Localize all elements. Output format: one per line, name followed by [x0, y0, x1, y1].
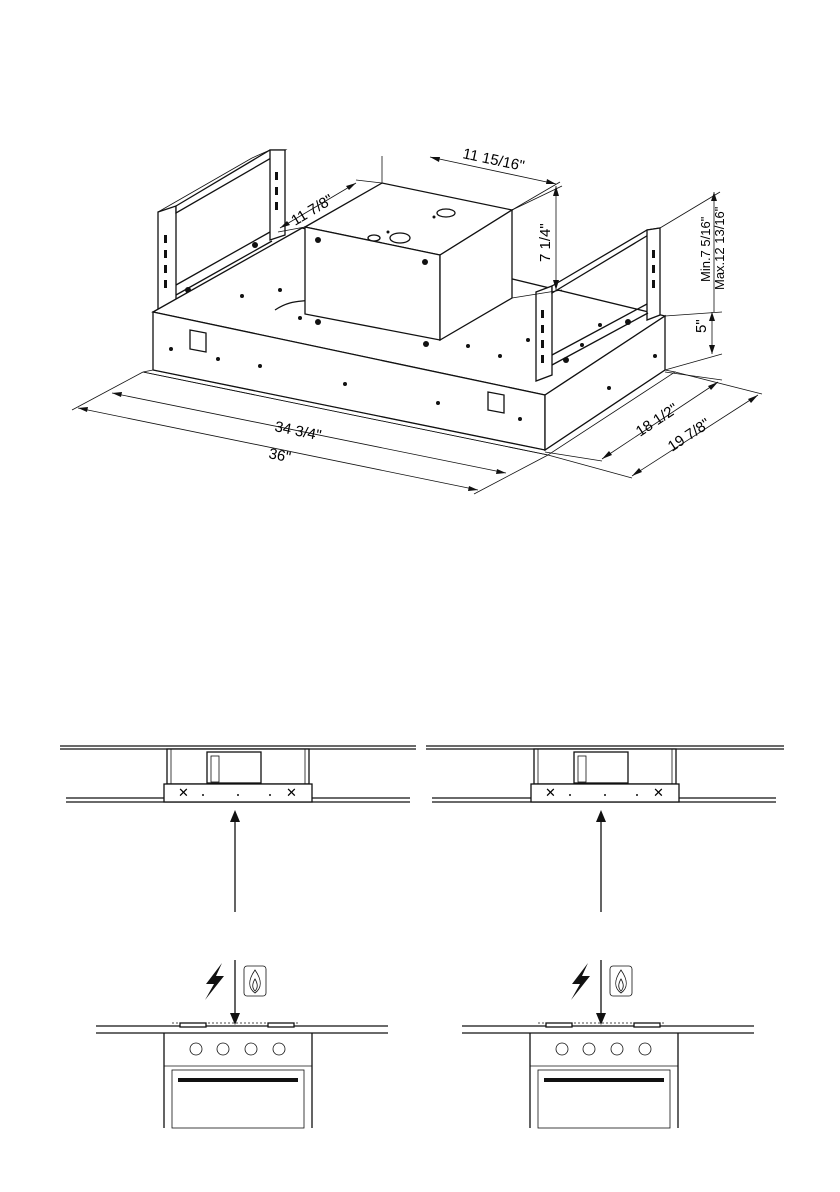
- svg-text:✕: ✕: [286, 785, 297, 800]
- svg-text:✕: ✕: [653, 785, 664, 800]
- width-outer-label: 36": [267, 445, 292, 466]
- svg-text:✕: ✕: [178, 785, 189, 800]
- frame-max-label: Max.12 13/16": [712, 206, 727, 290]
- installation-view-electric-gas-left: ✕ ✕: [60, 746, 416, 1128]
- dimension-frame-range: Min.7 5/16" Max.12 13/16": [660, 192, 727, 312]
- lightning-bolt-icon: [205, 963, 224, 1000]
- motor-height-label: 7 1/4": [537, 223, 554, 262]
- dimension-body-height: 5": [665, 312, 722, 370]
- gas-flame-icon: [610, 966, 632, 996]
- installation-view-electric-gas-right: ✕ ✕: [426, 746, 784, 1128]
- svg-text:✕: ✕: [545, 785, 556, 800]
- body-height-label: 5": [693, 319, 710, 333]
- hood-isometric-view: 36" 34 3/4" 18 1/2" 19 7/8": [72, 145, 762, 494]
- width-inner-label: 34 3/4": [273, 418, 322, 444]
- frame-min-label: Min.7 5/16": [698, 216, 713, 282]
- lightning-bolt-icon: [571, 963, 590, 1000]
- depth-outer-label: 19 7/8": [665, 415, 714, 455]
- gas-flame-icon: [244, 966, 266, 996]
